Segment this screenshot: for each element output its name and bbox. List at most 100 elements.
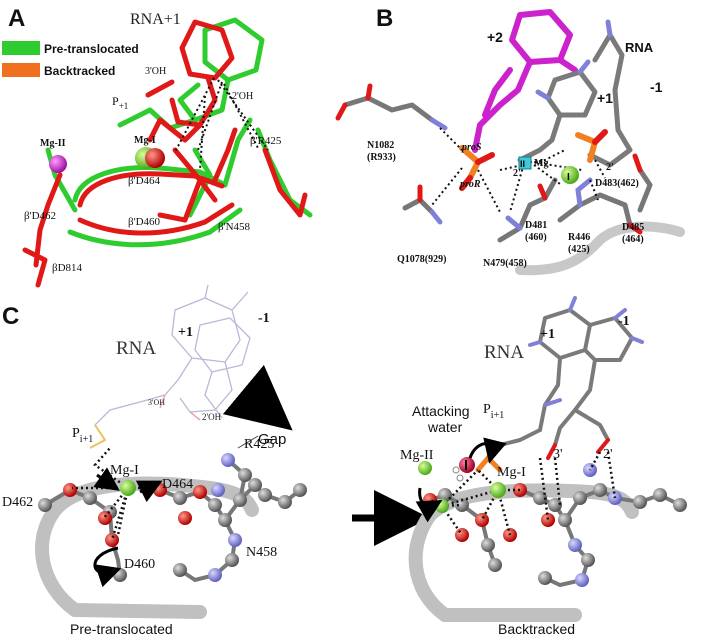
label-3oh-a: 3'OH	[145, 66, 166, 77]
rna-oxygens-left	[159, 394, 201, 421]
caption-backtracked: Backtracked	[498, 621, 575, 637]
label-r446: R446	[568, 232, 590, 243]
phosphate-oxygens	[459, 129, 608, 191]
mg-ii-sphere-site	[435, 499, 449, 513]
panel-c-right: Attacking water Pi+1 RNA +1 -1 Mg-II Mg-…	[400, 296, 687, 637]
label-2prime-c-right: 2'	[603, 447, 613, 462]
phosphate-left	[89, 424, 107, 449]
label-2prime-b2: 2'	[606, 162, 614, 173]
label-3prime-c-right: 3'	[553, 447, 563, 462]
label-mg-b: Mg	[534, 158, 548, 169]
panel-c-letter: C	[2, 303, 19, 330]
mg-i-sphere-c-right	[490, 482, 506, 498]
label-gap: Gap	[258, 431, 286, 448]
rna-oxygens-right	[546, 438, 610, 460]
label-d464-c-left: D464	[162, 477, 193, 492]
arrow-mg-ii-entry	[415, 487, 443, 523]
arrow-d460-rotation	[93, 546, 122, 588]
backtracked-sticks	[22, 19, 308, 288]
rna-nitrogens-right	[528, 296, 644, 407]
panel-c-left: RNA +1 -1 3'OH 2'OH Gap Pi+1 Mg-I D464 R…	[2, 284, 307, 637]
label-plus1-c-right: +1	[540, 327, 555, 342]
label-plus2-b: +2	[487, 29, 503, 45]
panel-c: C	[2, 284, 687, 637]
label-plus1-b: +1	[597, 90, 613, 106]
label-mg-ii-c-right: Mg-II	[400, 448, 434, 463]
label-minus1-b: -1	[650, 79, 663, 95]
label-pror: proR	[459, 179, 481, 190]
mg-ii-marker-b	[518, 156, 532, 170]
legend-swatch-backtracked	[2, 63, 40, 77]
label-d485: D485	[622, 222, 644, 233]
label-plus1-c-left: +1	[178, 325, 193, 340]
label-d481: D481	[525, 220, 547, 231]
label-pi-c-left: Pi+1	[72, 426, 93, 445]
label-n479: N479(458)	[483, 258, 527, 269]
label-d462-a: β'D462	[24, 210, 56, 222]
label-rna-c-right: RNA	[484, 342, 524, 363]
label-mg-i-a: Mg-I	[134, 135, 156, 146]
panel-b-nitrogens	[429, 117, 593, 231]
label-n1082: N1082	[367, 140, 394, 151]
label-3oh-c-left: 3'OH	[148, 398, 165, 407]
label-p1-a: P+1	[112, 94, 128, 111]
label-2prime-b1: 2'	[513, 168, 521, 179]
panel-a-title: RNA+1	[130, 11, 181, 28]
label-d814-a: βD814	[52, 262, 83, 274]
legend-label-backtracked: Backtracked	[44, 64, 115, 78]
label-r933: (R933)	[367, 152, 396, 163]
label-attacking: Attacking	[412, 403, 470, 419]
label-d483: D483(462)	[595, 178, 639, 189]
legend-swatch-pre-translocated	[2, 41, 40, 55]
label-d485-sub: (464)	[622, 234, 644, 245]
panel-a-hbonds	[174, 77, 269, 171]
mg-i-sphere-c-left	[120, 480, 136, 496]
mg-ii-sphere-c-right	[418, 461, 432, 475]
mg-ii-sphere	[49, 155, 67, 173]
label-rna-c-left: RNA	[116, 338, 156, 359]
label-water: water	[427, 419, 463, 435]
label-r446-sub: (425)	[568, 244, 590, 255]
label-2oh-a: 2'OH	[232, 91, 253, 102]
panel-b: B	[335, 5, 685, 276]
panel-b-hbonds	[431, 127, 606, 213]
legend-label-pre-translocated: Pre-translocated	[44, 42, 139, 56]
label-ii-b: II	[520, 159, 525, 169]
arrow-water-attack	[468, 437, 507, 464]
rna-sticks-right	[498, 308, 634, 447]
label-d462-c-left: D462	[2, 495, 33, 510]
label-r425-a: β'R425	[250, 135, 282, 147]
label-d481-sub: (460)	[525, 232, 547, 243]
label-minus1-c-right: -1	[618, 314, 630, 329]
arrow-mg-shift-left	[93, 467, 120, 491]
label-pros: proS	[461, 142, 482, 153]
arrow-d464-left	[135, 480, 163, 503]
label-n458-c-left: N458	[246, 545, 277, 560]
label-i-b: I	[567, 172, 570, 183]
label-2oh-c-left: 2'OH	[202, 412, 222, 422]
mg-i-sphere-b	[561, 166, 579, 184]
mg-i-sphere-backtracked	[145, 148, 165, 168]
atoms-left	[38, 453, 307, 582]
label-d460-a: β'D460	[128, 216, 161, 228]
nucleotide-plus1	[517, 32, 633, 168]
nucleotide-plus2	[472, 9, 578, 153]
panel-b-oxygens	[335, 83, 643, 235]
label-n458-a: β'N458	[218, 221, 251, 233]
label-mg-i-c-right: Mg-I	[497, 465, 526, 480]
label-rna-b: RNA	[625, 40, 654, 55]
panel-a-legend: Pre-translocated Backtracked	[2, 41, 139, 78]
gap-leader-line	[237, 435, 259, 449]
label-mg-i-c-left: Mg-I	[110, 463, 139, 478]
caption-pre-translocated: Pre-translocated	[70, 621, 173, 637]
label-r425-c-left: R425	[244, 437, 274, 452]
label-q1078: Q1078(929)	[397, 254, 446, 265]
label-d464-a: β'D464	[128, 175, 161, 187]
arrow-translocation	[222, 364, 293, 431]
atoms-right	[423, 463, 687, 587]
label-mg-ii-a: Mg-II	[40, 138, 66, 149]
panel-a: A RNA+1 Pre-translocated Backtracked	[2, 5, 313, 288]
label-d460-c-left: D460	[124, 557, 155, 572]
panel-a-letter: A	[8, 5, 25, 32]
